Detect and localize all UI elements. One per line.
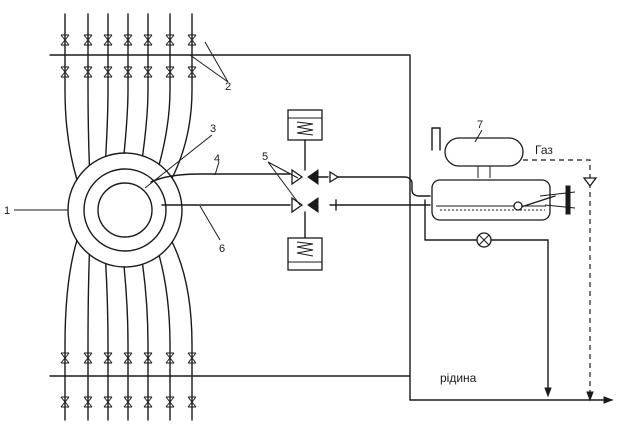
upper-valve [123,34,133,46]
label-6: 6 [219,243,225,255]
lower-valve [103,352,113,364]
lower-pipe [123,266,129,421]
lower-pipe [171,241,193,421]
lower-valve [143,352,153,364]
upper-pipe [64,13,78,181]
label-3: 3 [210,123,216,135]
lower-valve [60,396,70,408]
upper-valve [103,34,113,46]
gas-caption: Газ [535,143,553,157]
lower-valve [60,352,70,364]
lower-pipe [105,262,109,421]
lower-valve [165,396,175,408]
upper-valve [103,66,113,78]
lower-valve [187,352,197,364]
upper-header-line [49,54,411,401]
label-4: 4 [214,153,220,165]
liquid-line-out [490,239,549,393]
upper-valve [83,66,93,78]
lower-valve [143,396,153,408]
return-arrow [603,396,614,404]
upper-pipe-bundle [60,13,197,181]
upper-pipe [123,13,129,154]
lower-valve [165,352,175,364]
upper-valve [187,34,197,46]
upper-valve [165,66,175,78]
upper-control-valve [287,109,340,186]
upper-valve [83,34,93,46]
liquid-caption: рідина [440,371,477,385]
lower-valve [83,352,93,364]
lower-pipe-bundle [60,239,197,421]
pump-cross [478,234,490,246]
label-2: 2 [225,81,231,93]
manifold-ring [67,152,183,268]
lower-pipe [87,253,91,421]
lower-pipe [64,239,78,421]
lower-valve [123,396,133,408]
upper-pipe [87,13,91,167]
leader-lines [14,41,483,241]
upper-valve [60,66,70,78]
gas-line [523,159,591,398]
upper-valve [123,66,133,78]
pipe-4-continuation [329,176,431,197]
upper-pipe [171,13,193,179]
gas-valve [582,177,598,188]
liquid-line [424,199,479,241]
gas-receiver [431,127,524,178]
lower-valve [123,352,133,364]
lower-valve [187,396,197,408]
upper-pipe [158,13,171,166]
label-7: 7 [477,119,483,131]
lower-control-valve [287,196,337,271]
lower-valve [83,396,93,408]
upper-valve [60,34,70,46]
upper-valve [143,34,153,46]
upper-pipe [105,13,109,158]
lower-pipe [158,254,171,421]
lower-pipe [141,263,149,421]
gas-arrow [586,391,594,402]
upper-valve [165,34,175,46]
upper-pipe [141,13,149,157]
separator-tank [431,179,576,221]
label-1: 1 [4,205,10,217]
upper-valve [143,66,153,78]
liquid-arrow [544,387,552,398]
label-5: 5 [262,151,268,163]
upper-valve [187,66,197,78]
lower-valve [103,396,113,408]
